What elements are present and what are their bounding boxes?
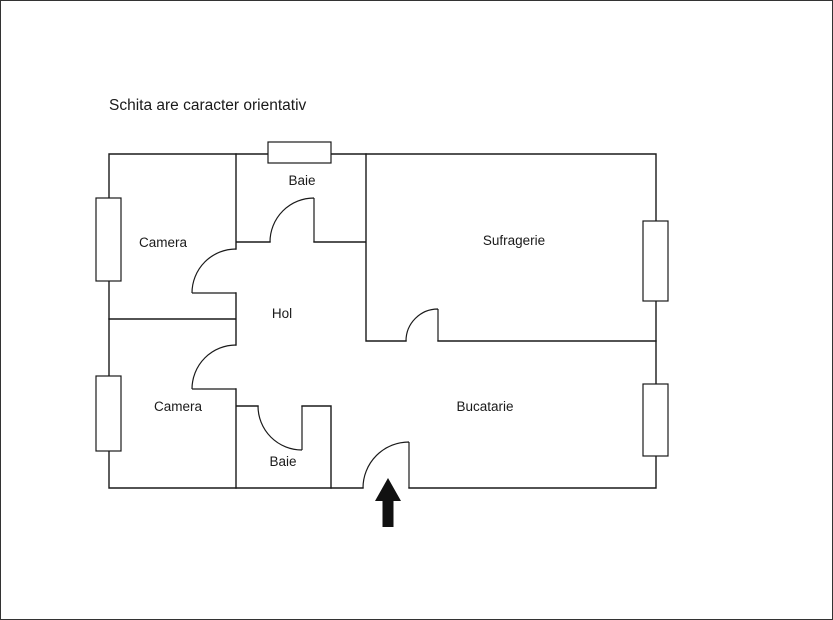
window-symbol-camera-top — [95, 197, 122, 282]
wall-interior — [108, 153, 657, 489]
door-swing-camera-top — [191, 248, 237, 294]
door-swing-entrance — [362, 441, 410, 489]
room-label-hol: Hol — [272, 306, 292, 321]
room-label-sufragerie: Sufragerie — [483, 233, 545, 248]
room-label-baie-top: Baie — [288, 173, 315, 188]
room-labels: Baie Camera Sufragerie Hol Camera Bucata… — [139, 173, 545, 469]
door-swing-baie-bottom — [257, 405, 303, 451]
door-swing-camera-bottom — [191, 344, 237, 390]
room-label-baie-bottom: Baie — [269, 454, 296, 469]
window-symbol-bucatarie — [642, 383, 669, 457]
room-label-bucatarie: Bucatarie — [456, 399, 513, 414]
windows — [95, 141, 669, 457]
room-label-camera-top: Camera — [139, 235, 188, 250]
window-symbol-camera-bottom — [95, 375, 122, 452]
page-title: Schita are caracter orientativ — [109, 97, 307, 114]
walls — [108, 153, 657, 489]
window-symbol-sufragerie — [642, 220, 669, 302]
door-swing-baie-top — [269, 197, 315, 243]
room-label-camera-bottom: Camera — [154, 399, 203, 414]
entrance-arrow-icon — [375, 478, 401, 527]
wall-outline — [108, 153, 657, 489]
doors — [191, 197, 439, 489]
door-swing-sufragerie — [405, 308, 439, 342]
window-symbol-baie-top — [267, 141, 332, 164]
